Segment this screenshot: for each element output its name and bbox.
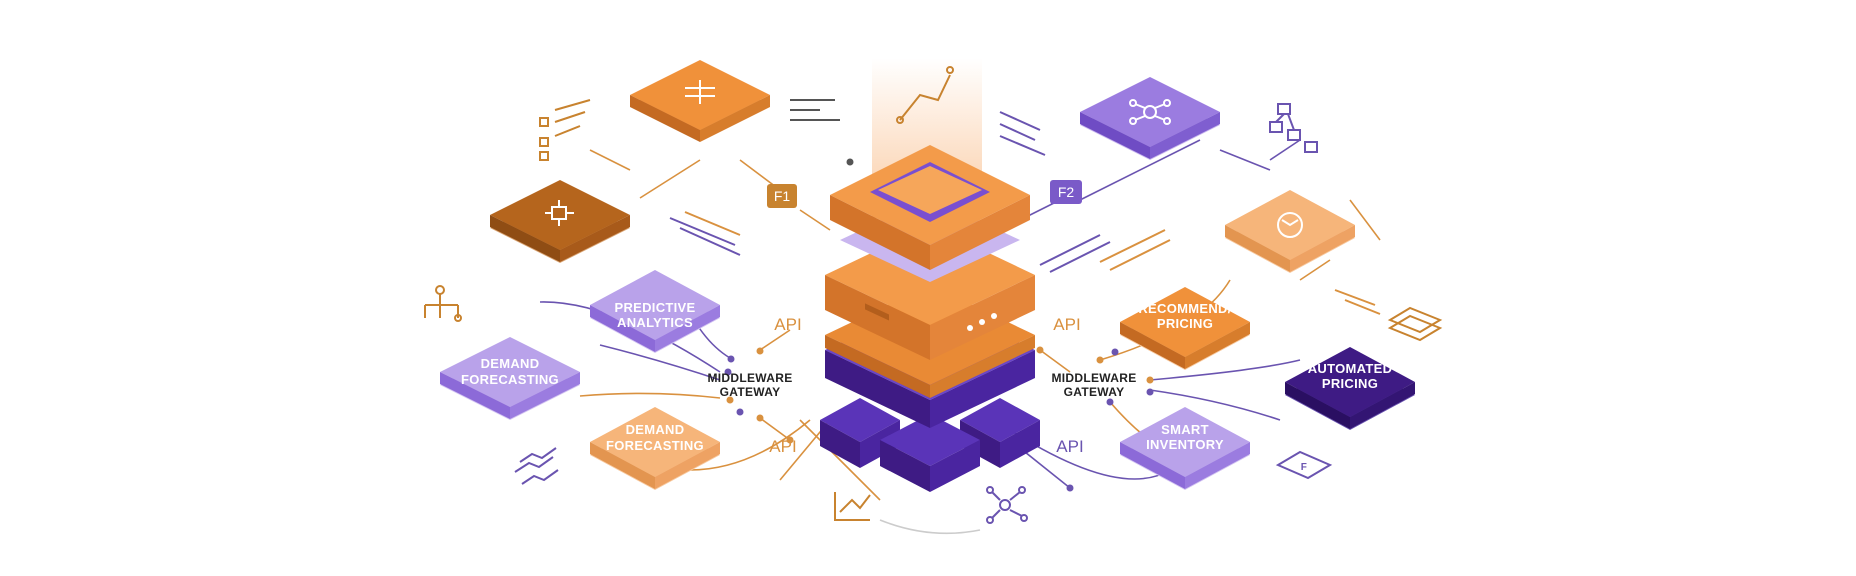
recommend-pricing-line1: RECOMMEND/ — [1138, 301, 1231, 316]
gateway-right-line1: MIDDLEWARE — [1052, 371, 1137, 385]
recommend-pricing-line2: PRICING — [1157, 316, 1213, 331]
label-automated-pricing: AUTOMATED PRICING — [1308, 361, 1393, 391]
flowchart-icon — [539, 99, 591, 161]
f-card-letter: F — [1301, 462, 1307, 473]
label-demand-forecasting-orange: DEMAND FORECASTING — [606, 422, 704, 453]
hub-node-icon — [1129, 99, 1171, 125]
chart-card-icon — [1387, 306, 1443, 342]
org-chart-icon — [1269, 103, 1318, 153]
label-demand-forecasting-purple: DEMAND FORECASTING — [461, 356, 559, 387]
tile-automated-pricing — [1285, 347, 1415, 430]
predictive-analytics-line1: PREDICTIVE — [614, 300, 695, 315]
f-card-icon — [1275, 450, 1333, 480]
hierarchy-icon — [424, 285, 462, 322]
badge-f2: F2 — [1050, 180, 1082, 204]
label-recommend-pricing: RECOMMEND/ PRICING — [1138, 301, 1231, 331]
stripes-decoration-left-orange — [684, 211, 741, 236]
demand-forecasting-purple-line2: FORECASTING — [461, 372, 559, 387]
tile-hub-purple — [1080, 77, 1220, 160]
bar-chart-icon — [834, 492, 871, 521]
automated-pricing-line1: AUTOMATED — [1308, 361, 1393, 376]
connection-dots — [724, 158, 1154, 492]
tile-predictive-analytics — [590, 270, 720, 353]
label-predictive-analytics: PREDICTIVE ANALYTICS — [614, 300, 695, 330]
smart-inventory-line2: INVENTORY — [1146, 437, 1224, 452]
stripes-decoration-right — [1039, 234, 1111, 273]
cycle-icon — [1277, 212, 1303, 238]
badge-f2-text: F2 — [1058, 184, 1075, 200]
demand-forecasting-purple-line1: DEMAND — [481, 356, 540, 371]
demand-forecasting-orange-line1: DEMAND — [626, 422, 685, 437]
central-server-stack — [820, 145, 1040, 492]
tile-cycle-orange — [1225, 190, 1355, 273]
stripes-decoration-right-orange — [1099, 229, 1171, 271]
decorative-icons — [424, 66, 1443, 524]
badge-f1: F1 — [767, 184, 797, 208]
gateway-left-line1: MIDDLEWARE — [708, 371, 793, 385]
api-label-top-right: API — [1053, 315, 1080, 334]
demand-forecasting-orange-line2: FORECASTING — [606, 438, 704, 453]
trend-chart-icon — [896, 66, 954, 124]
api-label-top-left: API — [774, 315, 801, 334]
gateway-left-line2: GATEWAY — [720, 385, 781, 399]
api-label-bottom-right: API — [1056, 437, 1083, 456]
module-tiles — [440, 60, 1415, 490]
signal-lines-icon — [514, 447, 559, 485]
circuit-icon — [685, 80, 715, 104]
network-node-icon — [545, 200, 574, 226]
document-lines-icon — [999, 111, 1046, 156]
smart-inventory-line1: SMART — [1161, 422, 1209, 437]
network-icon — [986, 486, 1028, 524]
label-smart-inventory: SMART INVENTORY — [1146, 422, 1224, 452]
text-lines-icon — [790, 99, 840, 121]
tile-smart-inventory — [1120, 407, 1250, 490]
predictive-analytics-line2: ANALYTICS — [617, 315, 693, 330]
badge-f1-text: F1 — [774, 188, 791, 204]
automated-pricing-line2: PRICING — [1322, 376, 1378, 391]
tile-network-brown — [490, 180, 630, 263]
tile-circuit — [630, 60, 770, 142]
tile-recommend-pricing — [1120, 287, 1250, 370]
dashes-right — [1334, 289, 1381, 315]
gateway-right: MIDDLEWARE GATEWAY — [1052, 371, 1137, 399]
tile-demand-forecasting-orange — [590, 407, 720, 490]
gateway-left: MIDDLEWARE GATEWAY — [708, 371, 793, 399]
tile-demand-forecasting-purple — [440, 337, 580, 420]
gateway-right-line2: GATEWAY — [1064, 385, 1125, 399]
api-label-bottom-left: API — [769, 437, 796, 456]
stripes-decoration-left — [669, 217, 741, 256]
